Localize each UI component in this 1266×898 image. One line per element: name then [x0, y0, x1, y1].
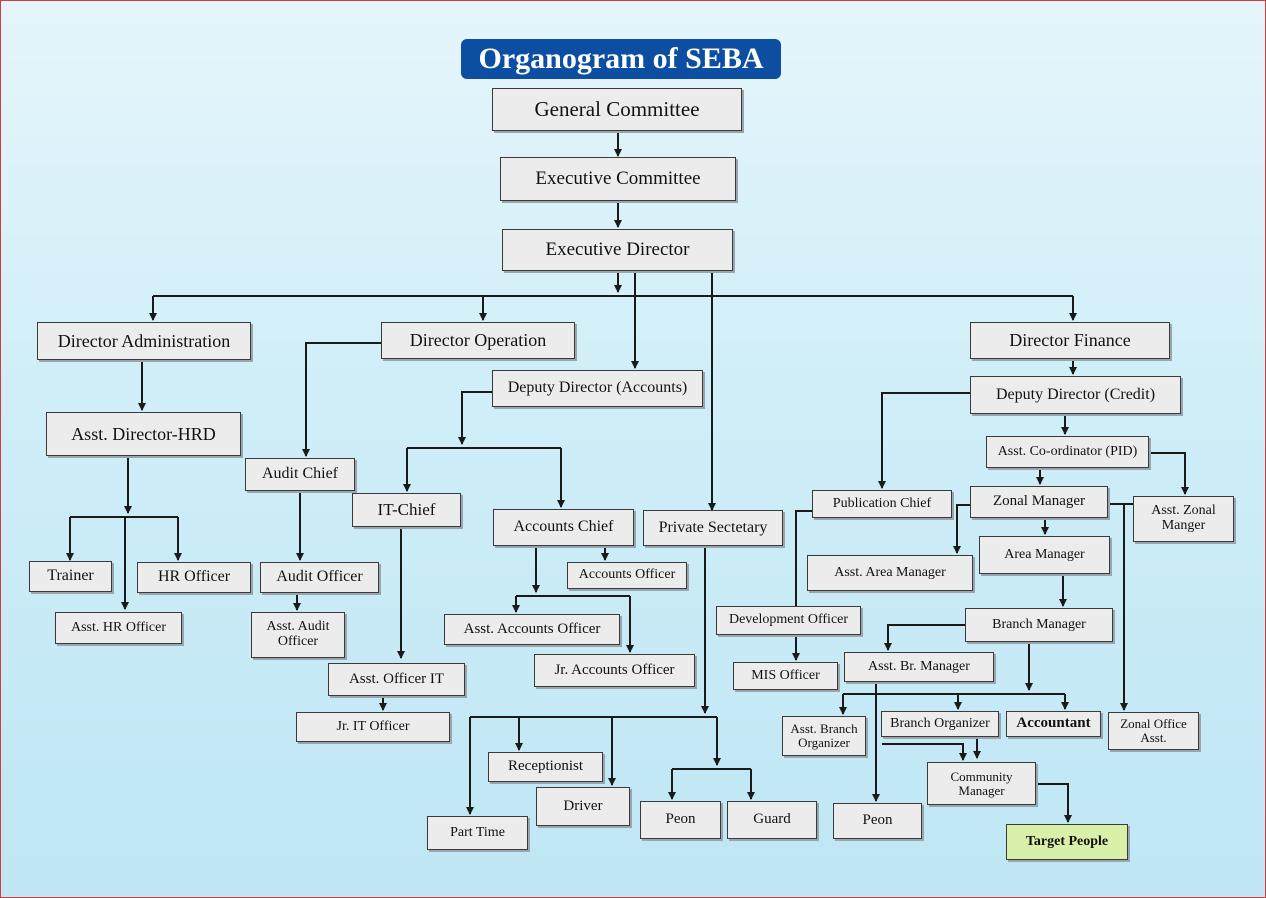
- node-private-secretary: Private Sectetary: [643, 510, 783, 546]
- node-part-time: Part Time: [427, 816, 528, 850]
- node-audit-officer: Audit Officer: [260, 562, 379, 593]
- node-trainer: Trainer: [29, 561, 112, 592]
- node-zonal-manager: Zonal Manager: [970, 486, 1108, 518]
- arrow-branch-asstbr: [884, 624, 965, 651]
- node-guard: Guard: [727, 801, 817, 839]
- node-executive-committee: Executive Committee: [500, 157, 736, 201]
- node-deputy-director-accounts: Deputy Director (Accounts): [492, 370, 703, 407]
- node-director-finance: Director Finance: [970, 322, 1170, 359]
- node-asst-hr-officer: Asst. HR Officer: [55, 612, 182, 644]
- node-hr-officer: HR Officer: [137, 562, 251, 593]
- node-asst-accounts-officer: Asst. Accounts Officer: [444, 614, 620, 645]
- node-asst-audit-officer: Asst. Audit Officer: [251, 612, 345, 658]
- node-accountant: Accountant: [1006, 711, 1101, 737]
- arrow-ddcredit-pub: [878, 392, 970, 489]
- arrow-ddacc-bus: [458, 391, 492, 445]
- node-asst-officer-it: Asst. Officer IT: [328, 663, 465, 696]
- node-asst-director-hrd: Asst. Director-HRD: [46, 412, 241, 456]
- node-driver: Driver: [536, 787, 630, 826]
- node-branch-organizer: Branch Organizer: [881, 711, 999, 737]
- node-mis-officer: MIS Officer: [733, 662, 838, 690]
- node-development-officer: Development Officer: [716, 606, 861, 635]
- arrow-zonal-asstarea: [953, 504, 970, 554]
- node-director-administration: Director Administration: [37, 322, 251, 360]
- arrow-org-community: [882, 743, 967, 761]
- node-receptionist: Receptionist: [488, 752, 603, 782]
- node-peon: Peon: [640, 801, 721, 839]
- node-asst-coordinator-pid: Asst. Co-ordinator (PID): [986, 436, 1149, 468]
- arrow-op-audit: [302, 342, 381, 457]
- arrow-community-target: [1036, 783, 1072, 823]
- node-publication-chief: Publication Chief: [812, 490, 952, 518]
- node-it-chief: IT-Chief: [352, 493, 461, 527]
- node-deputy-director-credit: Deputy Director (Credit): [970, 376, 1181, 414]
- node-asst-branch-organizer: Asst. Branch Organizer: [782, 716, 866, 756]
- node-accounts-officer: Accounts Officer: [567, 562, 687, 589]
- node-executive-director: Executive Director: [502, 229, 733, 271]
- node-audit-chief: Audit Chief: [245, 458, 355, 491]
- node-asst-area-manager: Asst. Area Manager: [807, 555, 973, 591]
- node-peon-branch: Peon: [833, 803, 922, 839]
- node-community-manager: Community Manager: [927, 762, 1036, 805]
- node-target-people: Target People: [1006, 824, 1128, 860]
- node-director-operation: Director Operation: [381, 322, 575, 359]
- node-zonal-office-asst: Zonal Office Asst.: [1108, 712, 1199, 750]
- arrow-pid-asstzonal: [1149, 452, 1189, 495]
- node-jr-accounts-officer: Jr. Accounts Officer: [534, 654, 695, 687]
- node-asst-br-manager: Asst. Br. Manager: [844, 652, 994, 682]
- page-title: Organogram of SEBA: [461, 39, 781, 79]
- node-jr-it-officer: Jr. IT Officer: [296, 712, 450, 742]
- node-asst-zonal-manager: Asst. Zonal Manger: [1133, 496, 1234, 542]
- node-branch-manager: Branch Manager: [965, 608, 1113, 642]
- node-area-manager: Area Manager: [979, 536, 1110, 574]
- node-accounts-chief: Accounts Chief: [493, 509, 634, 546]
- node-general-committee: General Committee: [492, 88, 742, 131]
